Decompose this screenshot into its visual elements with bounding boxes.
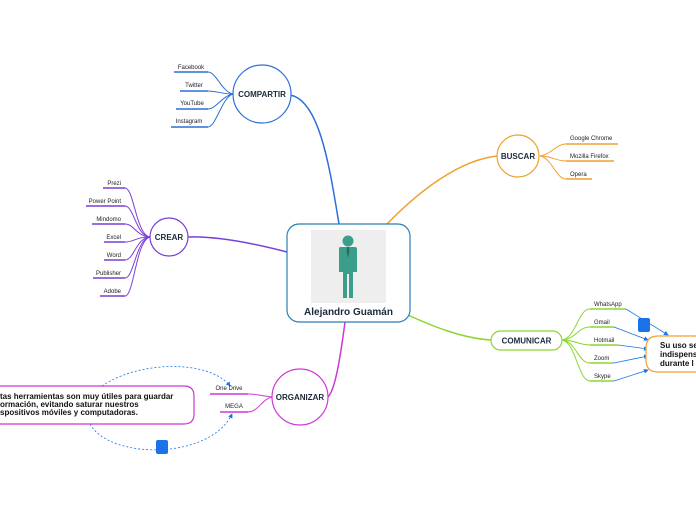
organizar-leaf-underlines	[210, 393, 248, 413]
leaf-one-drive[interactable]: One Drive	[215, 386, 243, 392]
note-comunicar-line-3: durante l	[660, 359, 694, 368]
connector-compartir	[289, 94, 340, 225]
leaf-whatsapp[interactable]: WhatsApp	[594, 302, 622, 308]
buscar-leaf-underlines	[566, 143, 618, 180]
comunicar-leaf-connectors	[561, 308, 591, 382]
leaf-skype[interactable]: Skype	[594, 374, 611, 380]
node-crear[interactable]: CREAR	[149, 217, 189, 257]
leaf-youtube[interactable]: YouTube	[180, 101, 204, 107]
note-organizar-line-2: ormación, evitando saturar nuestros	[0, 400, 139, 409]
leaf-facebook[interactable]: Facebook	[178, 65, 205, 71]
organizar-items: One Drive MEGA	[215, 386, 243, 410]
leaf-adobe[interactable]: Adobe	[104, 289, 122, 295]
node-crear-label: CREAR	[155, 233, 184, 242]
note-organizar-line-1: tas herramientas son muy útiles para gua…	[0, 392, 173, 401]
leaf-publisher[interactable]: Publisher	[96, 271, 121, 277]
node-compartir-label: COMPARTIR	[238, 90, 286, 99]
central-node[interactable]: Alejandro Guamán	[286, 223, 411, 323]
node-comunicar-label: COMUNICAR	[502, 337, 552, 346]
node-organizar-label: ORGANIZAR	[276, 393, 325, 402]
link-badge-icon[interactable]	[638, 318, 650, 332]
connector-organizar	[327, 321, 346, 398]
note-organizar-line-3: spositivos móviles y computadoras.	[0, 408, 138, 417]
leaf-word[interactable]: Word	[107, 253, 121, 259]
central-node-label: Alejandro Guamán	[304, 307, 393, 318]
leaf-opera[interactable]: Opera	[570, 172, 587, 178]
leaf-power-point[interactable]: Power Point	[89, 199, 122, 205]
buscar-leaf-connectors	[539, 143, 567, 180]
buscar-items: Google Chrome Mozilla Firefox Opera	[570, 136, 613, 178]
leaf-mindomo[interactable]: Mindomo	[96, 217, 121, 223]
note-comunicar-line-1: Su uso se	[660, 341, 696, 350]
connector-comunicar	[407, 314, 492, 341]
crear-leaf-underlines	[86, 187, 125, 297]
note-organizar[interactable]: tas herramientas son muy útiles para gua…	[0, 385, 195, 425]
leaf-hotmail[interactable]: Hotmail	[594, 338, 614, 344]
note-comunicar[interactable]: Su uso se indispens durante l	[645, 335, 696, 373]
leaf-excel[interactable]: Excel	[106, 235, 121, 241]
leaf-gmail[interactable]: Gmail	[594, 320, 610, 326]
leaf-prezi[interactable]: Prezi	[107, 181, 121, 187]
crear-items: Prezi Power Point Mindomo Excel Word Pub…	[89, 181, 122, 295]
person-icon	[339, 235, 357, 298]
leaf-instagram[interactable]: Instagram	[176, 119, 203, 125]
comunicar-items: WhatsApp Gmail Hotmail Zoom Skype	[594, 302, 622, 380]
comunicar-leaf-underlines	[590, 308, 626, 382]
compartir-leaf-underlines	[171, 71, 208, 128]
node-compartir[interactable]: COMPARTIR	[232, 64, 292, 124]
leaf-google-chrome[interactable]: Google Chrome	[570, 136, 613, 142]
leaf-zoom[interactable]: Zoom	[594, 356, 609, 362]
organizar-leaf-connectors	[247, 393, 273, 413]
link-badge-icon[interactable]	[156, 440, 168, 454]
leaf-mega[interactable]: MEGA	[225, 404, 243, 410]
crear-leaf-connectors	[124, 187, 151, 297]
connector-crear	[187, 236, 288, 253]
node-buscar[interactable]: BUSCAR	[496, 134, 540, 178]
node-buscar-label: BUSCAR	[501, 152, 535, 161]
connector-buscar	[386, 155, 498, 225]
compartir-items: Facebook Twitter YouTube Instagram	[176, 65, 206, 125]
leaf-twitter[interactable]: Twitter	[185, 83, 203, 89]
note-comunicar-line-2: indispens	[660, 350, 696, 359]
node-organizar[interactable]: ORGANIZAR	[271, 368, 329, 426]
node-comunicar[interactable]: COMUNICAR	[490, 330, 563, 351]
organizar-relation-arrows	[85, 366, 233, 451]
leaf-mozilla-firefox[interactable]: Mozilla Firefox	[570, 154, 609, 160]
compartir-leaf-connectors	[207, 71, 234, 128]
